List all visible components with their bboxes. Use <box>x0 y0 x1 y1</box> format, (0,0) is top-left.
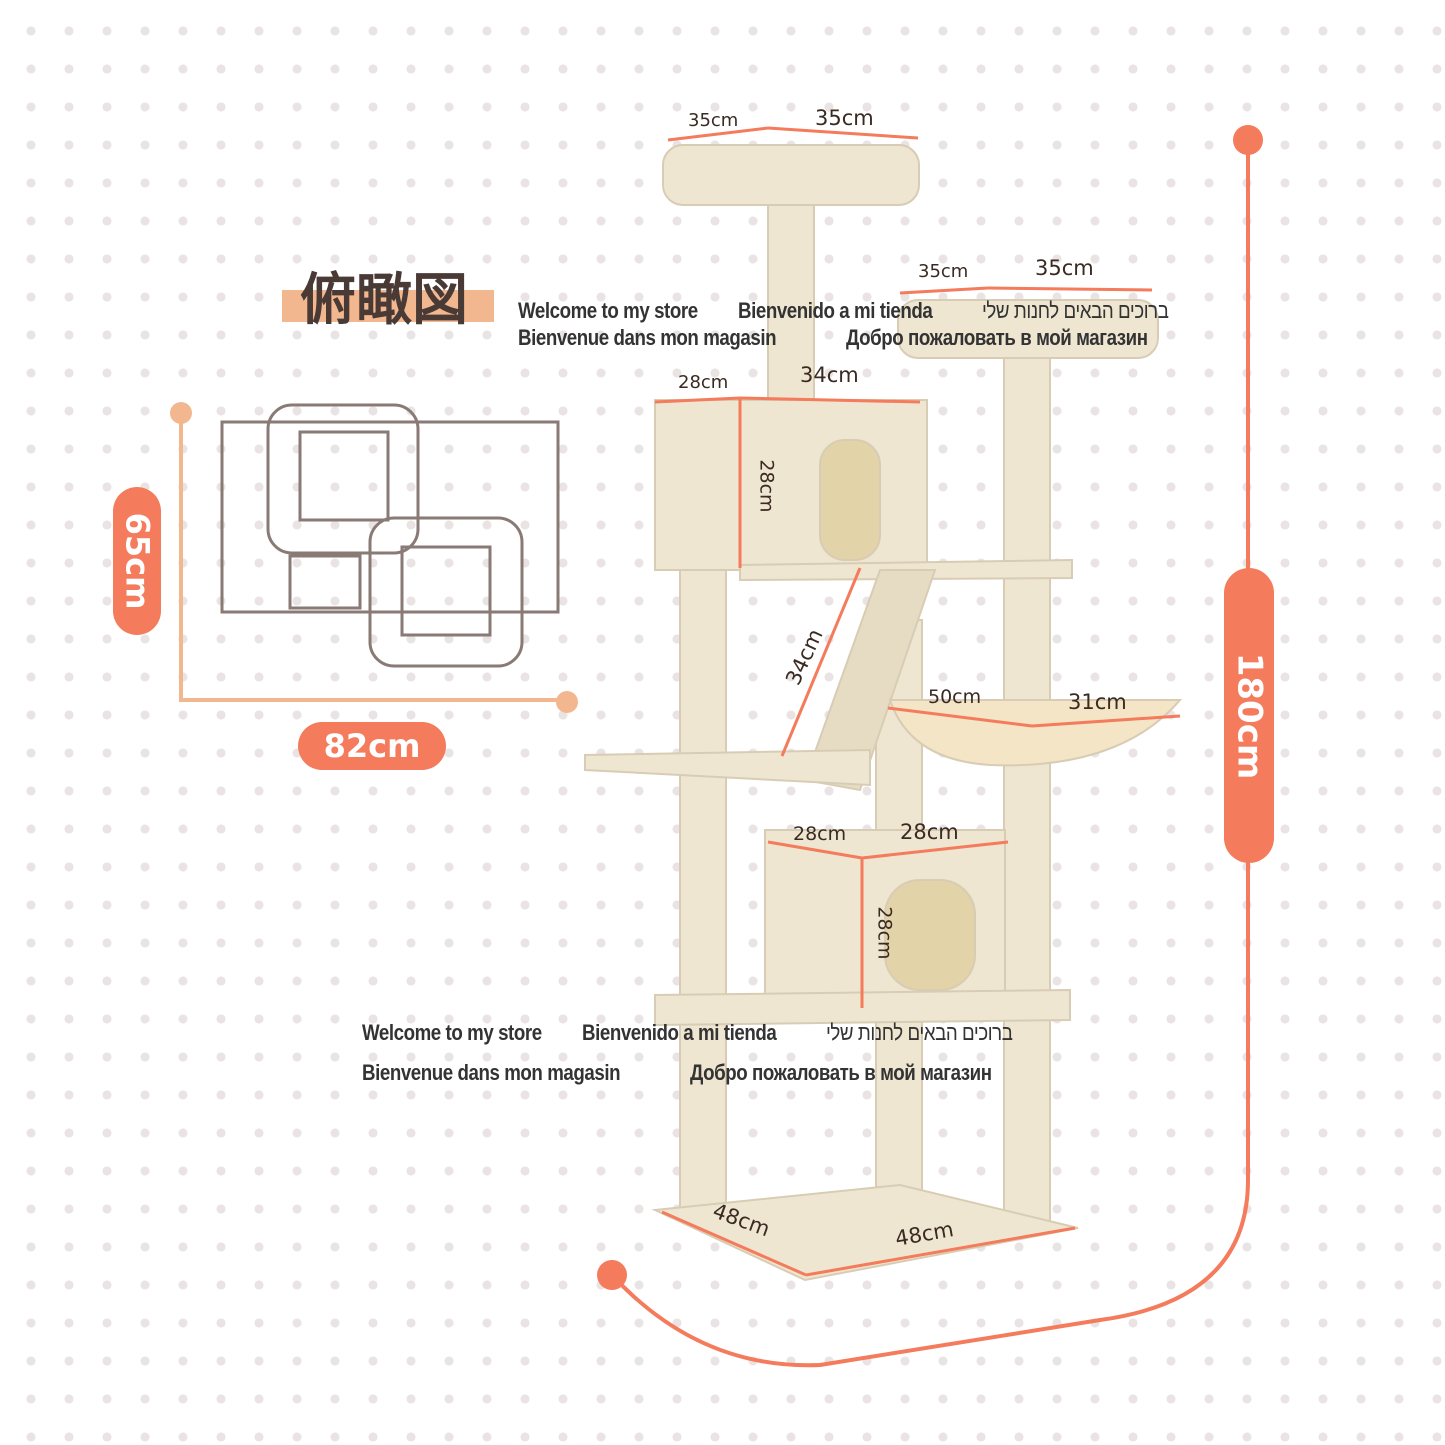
watermark-es: Bienvenido a mi tienda <box>738 298 933 323</box>
watermark-he-2: ברוכים הבאים לחנות שלי <box>826 1020 1013 1045</box>
watermark-es-2: Bienvenido a mi tienda <box>582 1020 777 1045</box>
dim-hammock-b: 31cm <box>1068 690 1127 714</box>
watermark-fr-2: Bienvenue dans mon magasin <box>362 1060 621 1085</box>
dim-lower-a: 28cm <box>793 823 847 845</box>
dim-second-a: 35cm <box>918 261 969 282</box>
height-dimension-line <box>610 140 1250 1368</box>
dim-hammock-a: 50cm <box>928 686 982 708</box>
dim-second-b: 35cm <box>1035 256 1094 280</box>
dim-top-b: 35cm <box>815 106 874 130</box>
total-height-label: 180cm <box>1229 652 1269 779</box>
dimension-lines <box>654 126 1181 1277</box>
cat-tree <box>584 144 1183 1282</box>
title-highlight <box>282 290 494 322</box>
overview-width-label: 82cm <box>298 722 446 770</box>
dim-lower-b: 28cm <box>900 820 959 844</box>
dim-top-a: 35cm <box>688 110 739 131</box>
dim-lower-height: 28cm <box>873 906 896 960</box>
dim-condo-b: 34cm <box>800 363 859 387</box>
page-title: 俯瞰図 <box>300 268 468 333</box>
overview-depth-label: 65cm <box>118 512 156 610</box>
watermark-he: ברוכים הבאים לחנות שלי <box>982 298 1169 323</box>
overview-dimension-line <box>179 413 567 702</box>
watermark-en-2: Welcome to my store <box>362 1020 542 1045</box>
dim-condo-a: 28cm <box>678 372 729 393</box>
dim-condo-height: 28cm <box>755 459 778 513</box>
top-view-outline <box>220 403 560 668</box>
watermark-en: Welcome to my store <box>518 298 698 323</box>
watermark-fr: Bienvenue dans mon magasin <box>518 325 777 350</box>
watermark-ru-2: Добро пожаловать в мой магазин <box>690 1060 992 1085</box>
watermark-ru: Добро пожаловать в мой магазин <box>846 325 1148 350</box>
